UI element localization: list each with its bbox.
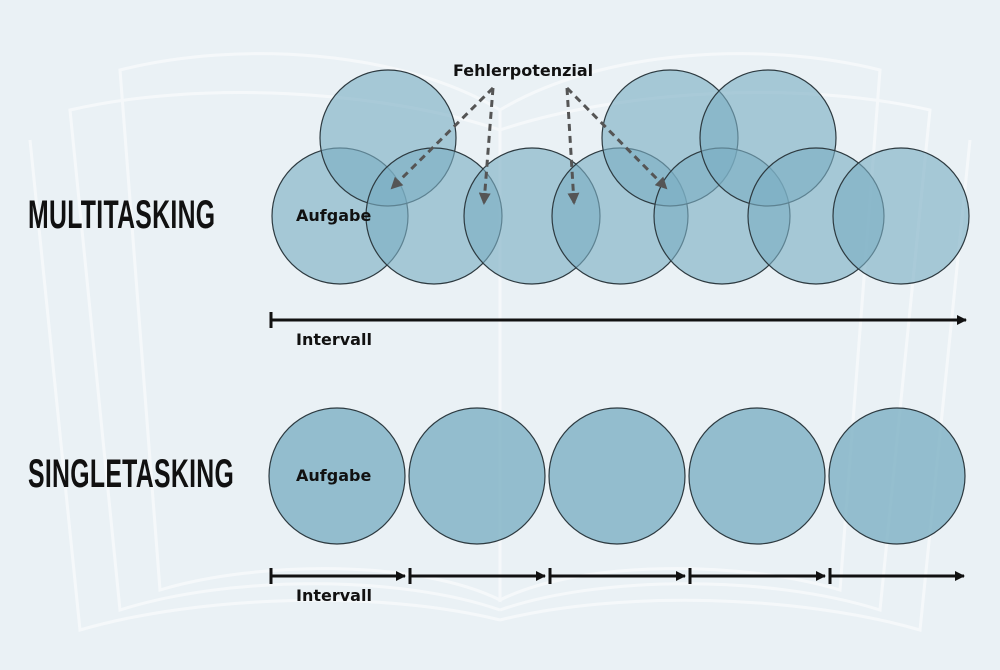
error-arrows bbox=[390, 86, 668, 205]
multitasking-task-label: Aufgabe bbox=[296, 206, 372, 225]
multitasking-interval-label: Intervall bbox=[296, 330, 372, 349]
error-potential-label: Fehlerpotenzial bbox=[453, 61, 594, 80]
singletasking-task-circle-5 bbox=[828, 407, 966, 545]
singletasking-task-label: Aufgabe bbox=[296, 466, 372, 485]
singletasking-task-circle-4 bbox=[688, 407, 826, 545]
singletasking-heading: SINGLETASKING bbox=[28, 452, 235, 496]
book-background bbox=[28, 52, 972, 632]
multitasking-heading: MULTITASKING bbox=[28, 193, 216, 237]
error-arrow-2 bbox=[478, 87, 495, 205]
singletasking-task-circle-3 bbox=[548, 407, 686, 545]
multitasking-task-circle-10 bbox=[832, 147, 970, 285]
multitasking-circles bbox=[271, 69, 970, 285]
singletasking-interval-label: Intervall bbox=[296, 586, 372, 605]
multitasking-timeline bbox=[269, 312, 967, 328]
singletasking-circles bbox=[268, 407, 966, 545]
singletasking-task-circle-2 bbox=[408, 407, 546, 545]
error-arrow-3 bbox=[565, 87, 580, 205]
singletasking-task-circle-1 bbox=[268, 407, 406, 545]
singletasking-timeline bbox=[269, 568, 965, 584]
